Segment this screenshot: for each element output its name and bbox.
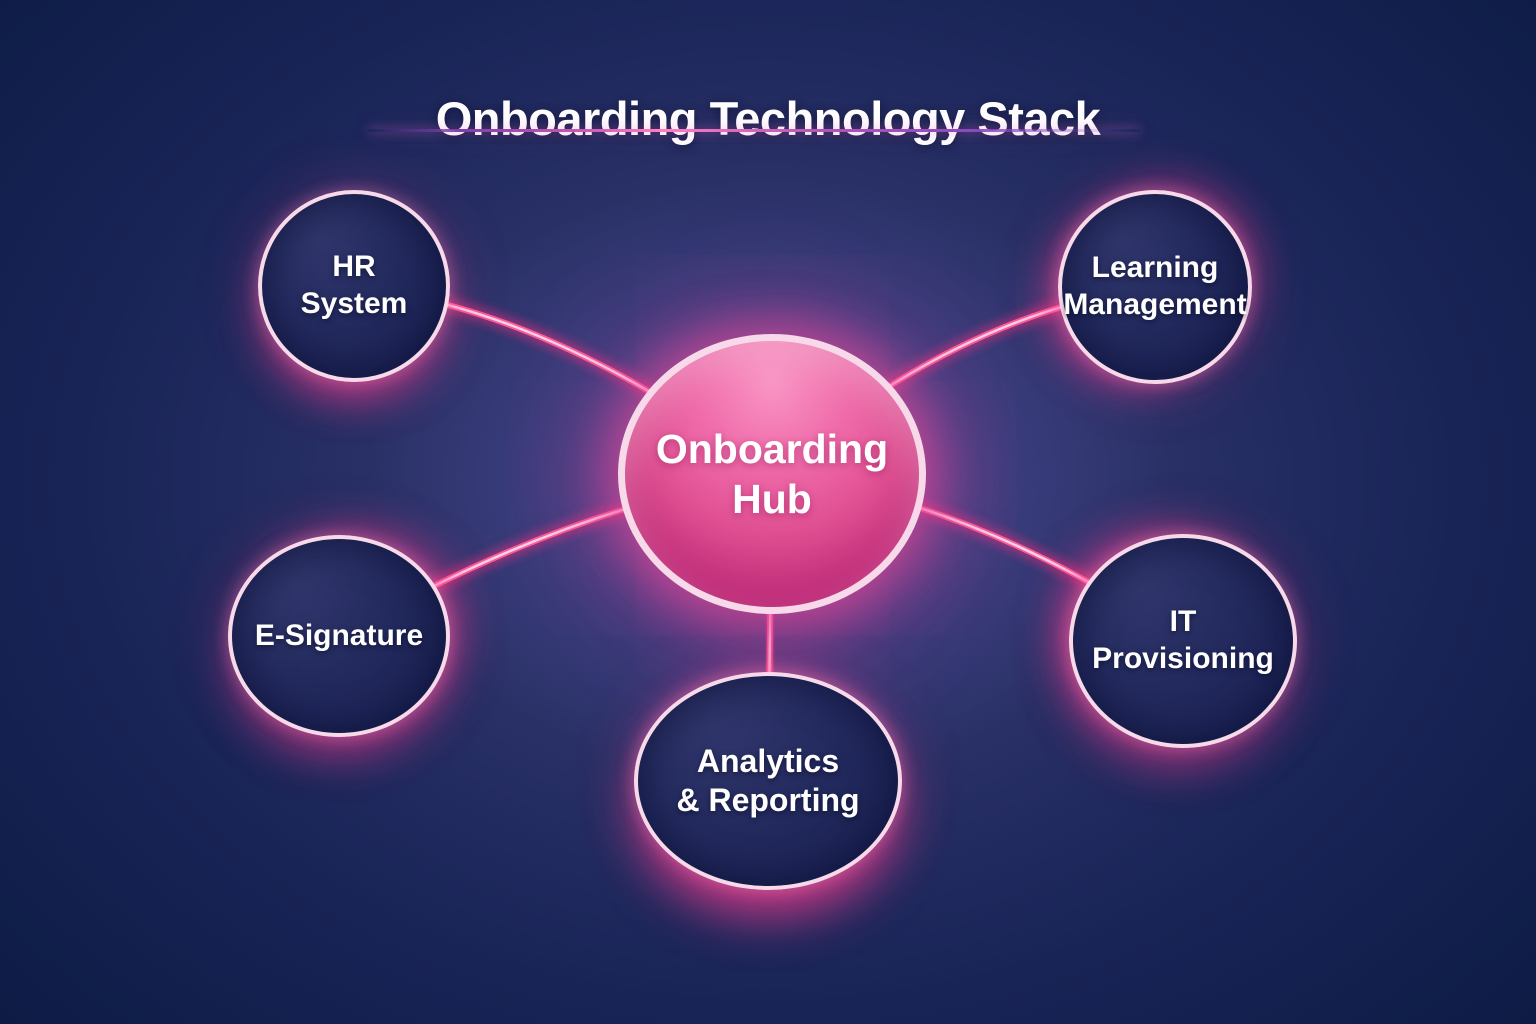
node-hr-system: HR System <box>258 190 450 382</box>
node-label: Learning <box>1091 251 1219 285</box>
node-label: HR <box>332 250 376 284</box>
hub-label: Onboarding <box>655 425 889 472</box>
node-label: Analytics <box>696 742 840 779</box>
node-analytics-reporting: Analytics & Reporting <box>634 672 902 890</box>
title-underline-decoration <box>368 129 1140 132</box>
node-onboarding-hub: Onboarding Hub <box>618 334 926 614</box>
node-label: Provisioning <box>1092 642 1274 675</box>
diagram-title: Onboarding Technology Stack <box>435 92 1101 146</box>
node-it-provisioning: IT Provisioning <box>1069 534 1297 748</box>
node-learning-management: Learning Management <box>1058 190 1252 384</box>
node-e-signature: E-Signature <box>228 535 450 737</box>
node-label: System <box>300 287 408 320</box>
node-label: E-Signature <box>254 618 424 652</box>
node-label: & Reporting <box>676 782 860 818</box>
hub-label: Hub <box>732 476 812 522</box>
node-label: Management <box>1063 288 1247 321</box>
node-label: IT <box>1169 605 1197 639</box>
